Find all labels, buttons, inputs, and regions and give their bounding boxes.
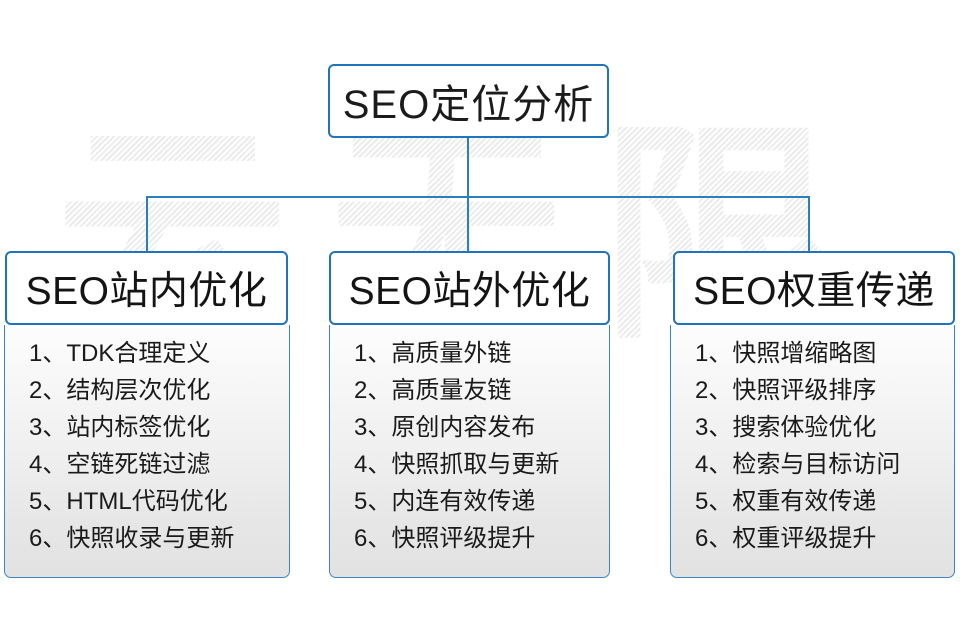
list-item-label: 快照抓取与更新 — [391, 451, 560, 478]
column-header-weight-label: SEO权重传递 — [693, 270, 935, 313]
list-item-number: 3、 — [29, 414, 67, 441]
list-item[interactable]: 2、快照评级排序 — [671, 372, 954, 409]
list-item-label: 空链死链过滤 — [66, 451, 211, 478]
list-weight: 1、快照增缩略图 2、快照评级排序 3、搜索体验优化 4、检索与目标访问 5、权… — [671, 335, 954, 557]
list-item-number: 2、 — [695, 377, 733, 404]
column-body-onsite: 1、TDK合理定义 2、结构层次优化 3、站内标签优化 4、空链死链过滤 5、H… — [4, 325, 290, 578]
list-item-label: HTML代码优化 — [66, 488, 228, 515]
list-item-number: 6、 — [354, 525, 392, 552]
list-item[interactable]: 4、空链死链过滤 — [5, 446, 289, 483]
list-item-label: 权重评级提升 — [732, 525, 877, 552]
list-item-number: 2、 — [354, 377, 392, 404]
list-offsite: 1、高质量外链 2、高质量友链 3、原创内容发布 4、快照抓取与更新 5、内连有… — [330, 335, 609, 557]
list-item-label: 原创内容发布 — [391, 414, 536, 441]
root-node-title: SEO定位分析 — [342, 83, 595, 127]
list-item[interactable]: 3、搜索体验优化 — [671, 409, 954, 446]
list-item[interactable]: 1、快照增缩略图 — [671, 335, 954, 372]
list-item[interactable]: 3、原创内容发布 — [330, 409, 609, 446]
list-onsite: 1、TDK合理定义 2、结构层次优化 3、站内标签优化 4、空链死链过滤 5、H… — [5, 335, 289, 557]
list-item[interactable]: 6、快照评级提升 — [330, 520, 609, 557]
column-header-onsite[interactable]: SEO站内优化 — [5, 251, 288, 325]
list-item[interactable]: 1、高质量外链 — [330, 335, 609, 372]
list-item-number: 5、 — [695, 488, 733, 515]
list-item[interactable]: 2、结构层次优化 — [5, 372, 289, 409]
list-item-label: 快照评级提升 — [391, 525, 536, 552]
list-item-label: TDK合理定义 — [66, 340, 211, 367]
list-item[interactable]: 5、内连有效传递 — [330, 483, 609, 520]
column-body-offsite: 1、高质量外链 2、高质量友链 3、原创内容发布 4、快照抓取与更新 5、内连有… — [329, 325, 610, 578]
column-body-weight: 1、快照增缩略图 2、快照评级排序 3、搜索体验优化 4、检索与目标访问 5、权… — [670, 325, 955, 578]
list-item-label: 快照评级排序 — [732, 377, 877, 404]
list-item-number: 1、 — [29, 340, 67, 367]
column-header-offsite-label: SEO站外优化 — [348, 270, 591, 313]
list-item-label: 搜索体验优化 — [732, 414, 877, 441]
column-header-onsite-label: SEO站内优化 — [25, 270, 268, 313]
list-item[interactable]: 6、权重评级提升 — [671, 520, 954, 557]
list-item[interactable]: 2、高质量友链 — [330, 372, 609, 409]
list-item-number: 6、 — [29, 525, 67, 552]
list-item-label: 站内标签优化 — [66, 414, 211, 441]
list-item-label: 高质量友链 — [391, 377, 512, 404]
list-item-number: 5、 — [29, 488, 67, 515]
list-item-number: 3、 — [354, 414, 392, 441]
list-item-number: 6、 — [695, 525, 733, 552]
list-item[interactable]: 4、检索与目标访问 — [671, 446, 954, 483]
list-item[interactable]: 4、快照抓取与更新 — [330, 446, 609, 483]
column-header-offsite[interactable]: SEO站外优化 — [329, 251, 610, 325]
list-item[interactable]: 1、TDK合理定义 — [5, 335, 289, 372]
list-item-number: 3、 — [695, 414, 733, 441]
list-item[interactable]: 3、站内标签优化 — [5, 409, 289, 446]
list-item[interactable]: 5、HTML代码优化 — [5, 483, 289, 520]
list-item-number: 1、 — [695, 340, 733, 367]
list-item-label: 快照增缩略图 — [732, 340, 877, 367]
list-item-number: 4、 — [695, 451, 733, 478]
list-item-number: 4、 — [354, 451, 392, 478]
list-item-label: 检索与目标访问 — [732, 451, 901, 478]
list-item-number: 4、 — [29, 451, 67, 478]
list-item[interactable]: 6、快照收录与更新 — [5, 520, 289, 557]
list-item-number: 1、 — [354, 340, 392, 367]
list-item[interactable]: 5、权重有效传递 — [671, 483, 954, 520]
list-item-label: 高质量外链 — [391, 340, 512, 367]
root-node[interactable]: SEO定位分析 — [328, 64, 609, 138]
list-item-number: 5、 — [354, 488, 392, 515]
list-item-label: 结构层次优化 — [66, 377, 211, 404]
list-item-number: 2、 — [29, 377, 67, 404]
list-item-label: 快照收录与更新 — [66, 525, 235, 552]
list-item-label: 权重有效传递 — [732, 488, 877, 515]
list-item-label: 内连有效传递 — [391, 488, 536, 515]
column-header-weight[interactable]: SEO权重传递 — [673, 251, 955, 325]
